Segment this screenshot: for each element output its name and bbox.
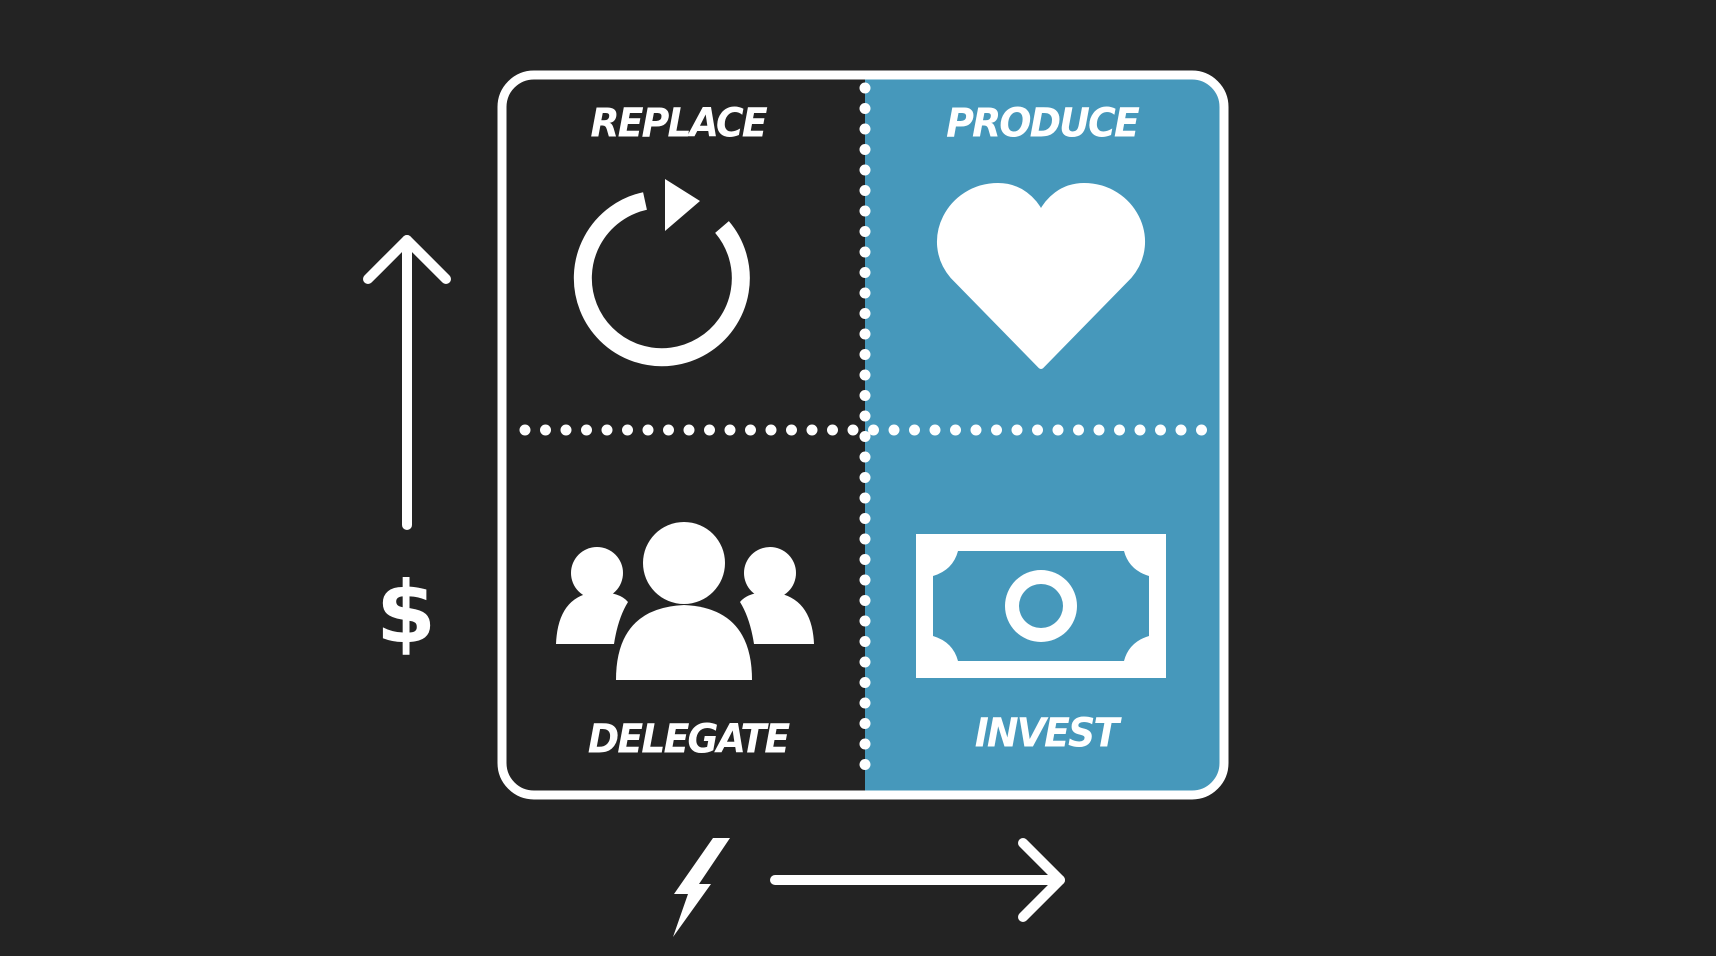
people-group-icon xyxy=(556,522,814,680)
quadrant-label-replace: REPLACE xyxy=(590,99,767,147)
quadrant-label-delegate: DELEGATE xyxy=(587,715,791,763)
right-arrow-icon xyxy=(770,838,1065,922)
heart-icon xyxy=(937,183,1145,369)
refresh-icon xyxy=(573,179,750,367)
up-arrow-icon xyxy=(363,235,451,530)
matrix-frame xyxy=(497,70,1229,800)
banknote-icon xyxy=(916,534,1166,678)
dollar-axis-label: $ xyxy=(376,563,436,663)
lightning-bolt-icon xyxy=(673,838,730,937)
quadrant-label-produce: PRODUCE xyxy=(946,99,1140,147)
quadrant-label-invest: INVEST xyxy=(974,709,1120,757)
highlight-column xyxy=(865,77,1222,793)
